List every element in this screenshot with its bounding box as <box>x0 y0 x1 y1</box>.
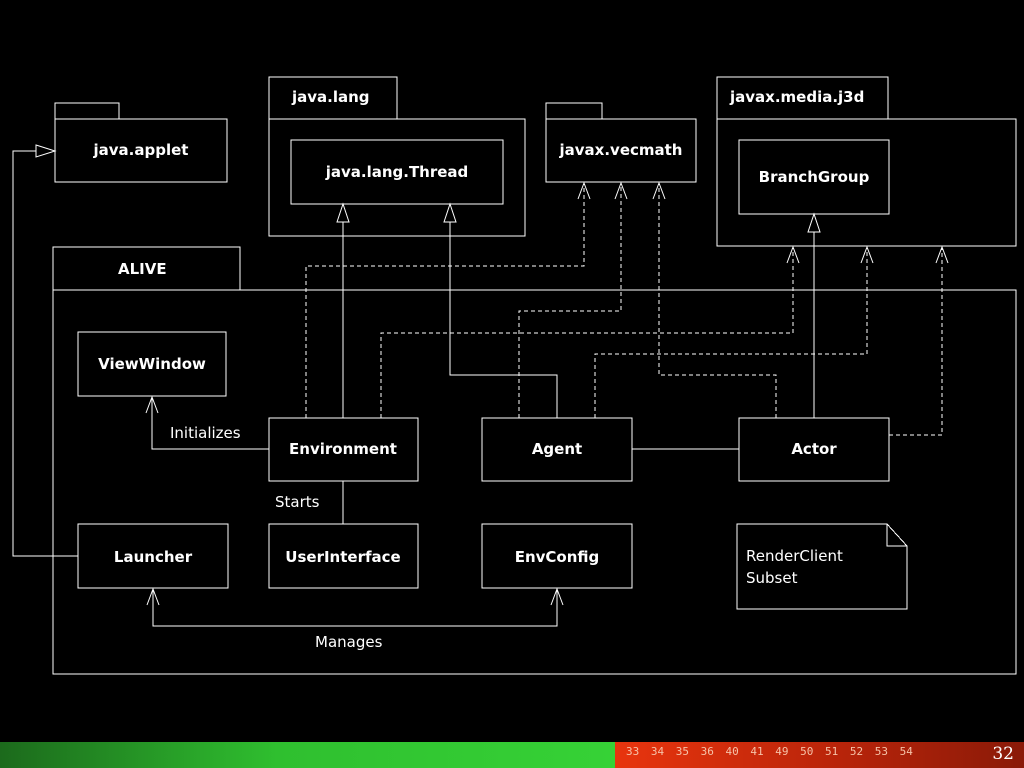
class-actor: Actor <box>738 417 890 482</box>
footer-bar: 33 34 35 36 40 41 49 50 51 52 53 54 32 <box>0 742 1024 768</box>
page-link[interactable]: 52 <box>849 745 864 758</box>
footer-green-band <box>0 742 615 768</box>
label-starts: Starts <box>275 493 320 511</box>
class-viewwindow-label: ViewWindow <box>98 355 206 373</box>
class-agent: Agent <box>481 417 633 482</box>
class-actor-label: Actor <box>791 440 837 458</box>
note-line-2: Subset <box>746 569 798 587</box>
class-envconfig-label: EnvConfig <box>515 548 600 566</box>
class-userinterface: UserInterface <box>268 523 419 589</box>
edge-agent-vecmath <box>518 181 628 418</box>
class-java-lang-thread-label: java.lang.Thread <box>325 163 469 181</box>
edge-manages: Manages <box>146 587 564 651</box>
page-links: 33 34 35 36 40 41 49 50 51 52 53 54 <box>626 745 918 758</box>
page-link[interactable]: 50 <box>800 745 814 758</box>
page-link[interactable]: 34 <box>650 745 665 758</box>
package-alive-label: ALIVE <box>118 260 167 278</box>
class-launcher-label: Launcher <box>114 548 193 566</box>
page-link[interactable]: 36 <box>700 745 714 758</box>
edge-agent-thread <box>443 202 558 418</box>
page-link[interactable]: 35 <box>675 745 689 758</box>
edge-environment-thread <box>336 202 350 418</box>
class-launcher: Launcher <box>77 523 229 589</box>
class-userinterface-label: UserInterface <box>285 548 400 566</box>
package-java-applet-label: java.applet <box>93 141 189 159</box>
edge-agent-j3d <box>594 245 874 418</box>
class-envconfig: EnvConfig <box>481 523 633 589</box>
class-agent-label: Agent <box>532 440 582 458</box>
package-java-applet: java.applet <box>54 102 228 183</box>
page-link[interactable]: 33 <box>626 745 640 758</box>
current-page-number: 32 <box>992 744 1014 764</box>
page-link[interactable]: 49 <box>775 745 789 758</box>
package-java-lang-label: java.lang <box>291 88 370 106</box>
package-javax-media-j3d: javax.media.j3d BranchGroup <box>716 76 1017 247</box>
page-navigation: 33 34 35 36 40 41 49 50 51 52 53 54 32 <box>615 742 1024 768</box>
label-manages: Manages <box>315 633 383 651</box>
package-javax-media-j3d-label: javax.media.j3d <box>729 88 864 106</box>
note-line-1: RenderClient <box>746 547 843 565</box>
class-environment: Environment <box>268 417 419 482</box>
page-link[interactable]: 41 <box>750 745 764 758</box>
edge-actor-j3d <box>889 245 949 436</box>
edge-actor-vecmath <box>652 181 777 418</box>
edge-starts: Starts <box>275 481 344 524</box>
uml-package-diagram: java.applet java.lang java.lang.Thread j… <box>12 76 1017 675</box>
class-branchgroup-label: BranchGroup <box>759 168 870 186</box>
page-link[interactable]: 53 <box>874 745 888 758</box>
label-initializes: Initializes <box>170 424 241 442</box>
class-java-lang-thread <box>290 139 504 205</box>
package-javax-vecmath: javax.vecmath <box>545 102 697 183</box>
page-link[interactable]: 51 <box>825 745 839 758</box>
package-java-lang: java.lang java.lang.Thread <box>268 76 526 237</box>
class-environment-label: Environment <box>289 440 397 458</box>
edge-actor-branchgroup <box>807 212 821 418</box>
page-link[interactable]: 40 <box>725 745 739 758</box>
page-link[interactable]: 54 <box>899 745 913 758</box>
edge-launcher-applet <box>12 144 78 557</box>
edge-environment-vecmath <box>305 181 591 418</box>
package-alive: ALIVE <box>52 246 1017 675</box>
edge-environment-j3d <box>380 245 800 418</box>
note-renderclient-subset: RenderClient Subset <box>736 523 908 610</box>
class-viewwindow: ViewWindow <box>77 331 227 397</box>
edge-initializes: Initializes <box>145 395 269 450</box>
package-javax-vecmath-label: javax.vecmath <box>559 141 683 159</box>
